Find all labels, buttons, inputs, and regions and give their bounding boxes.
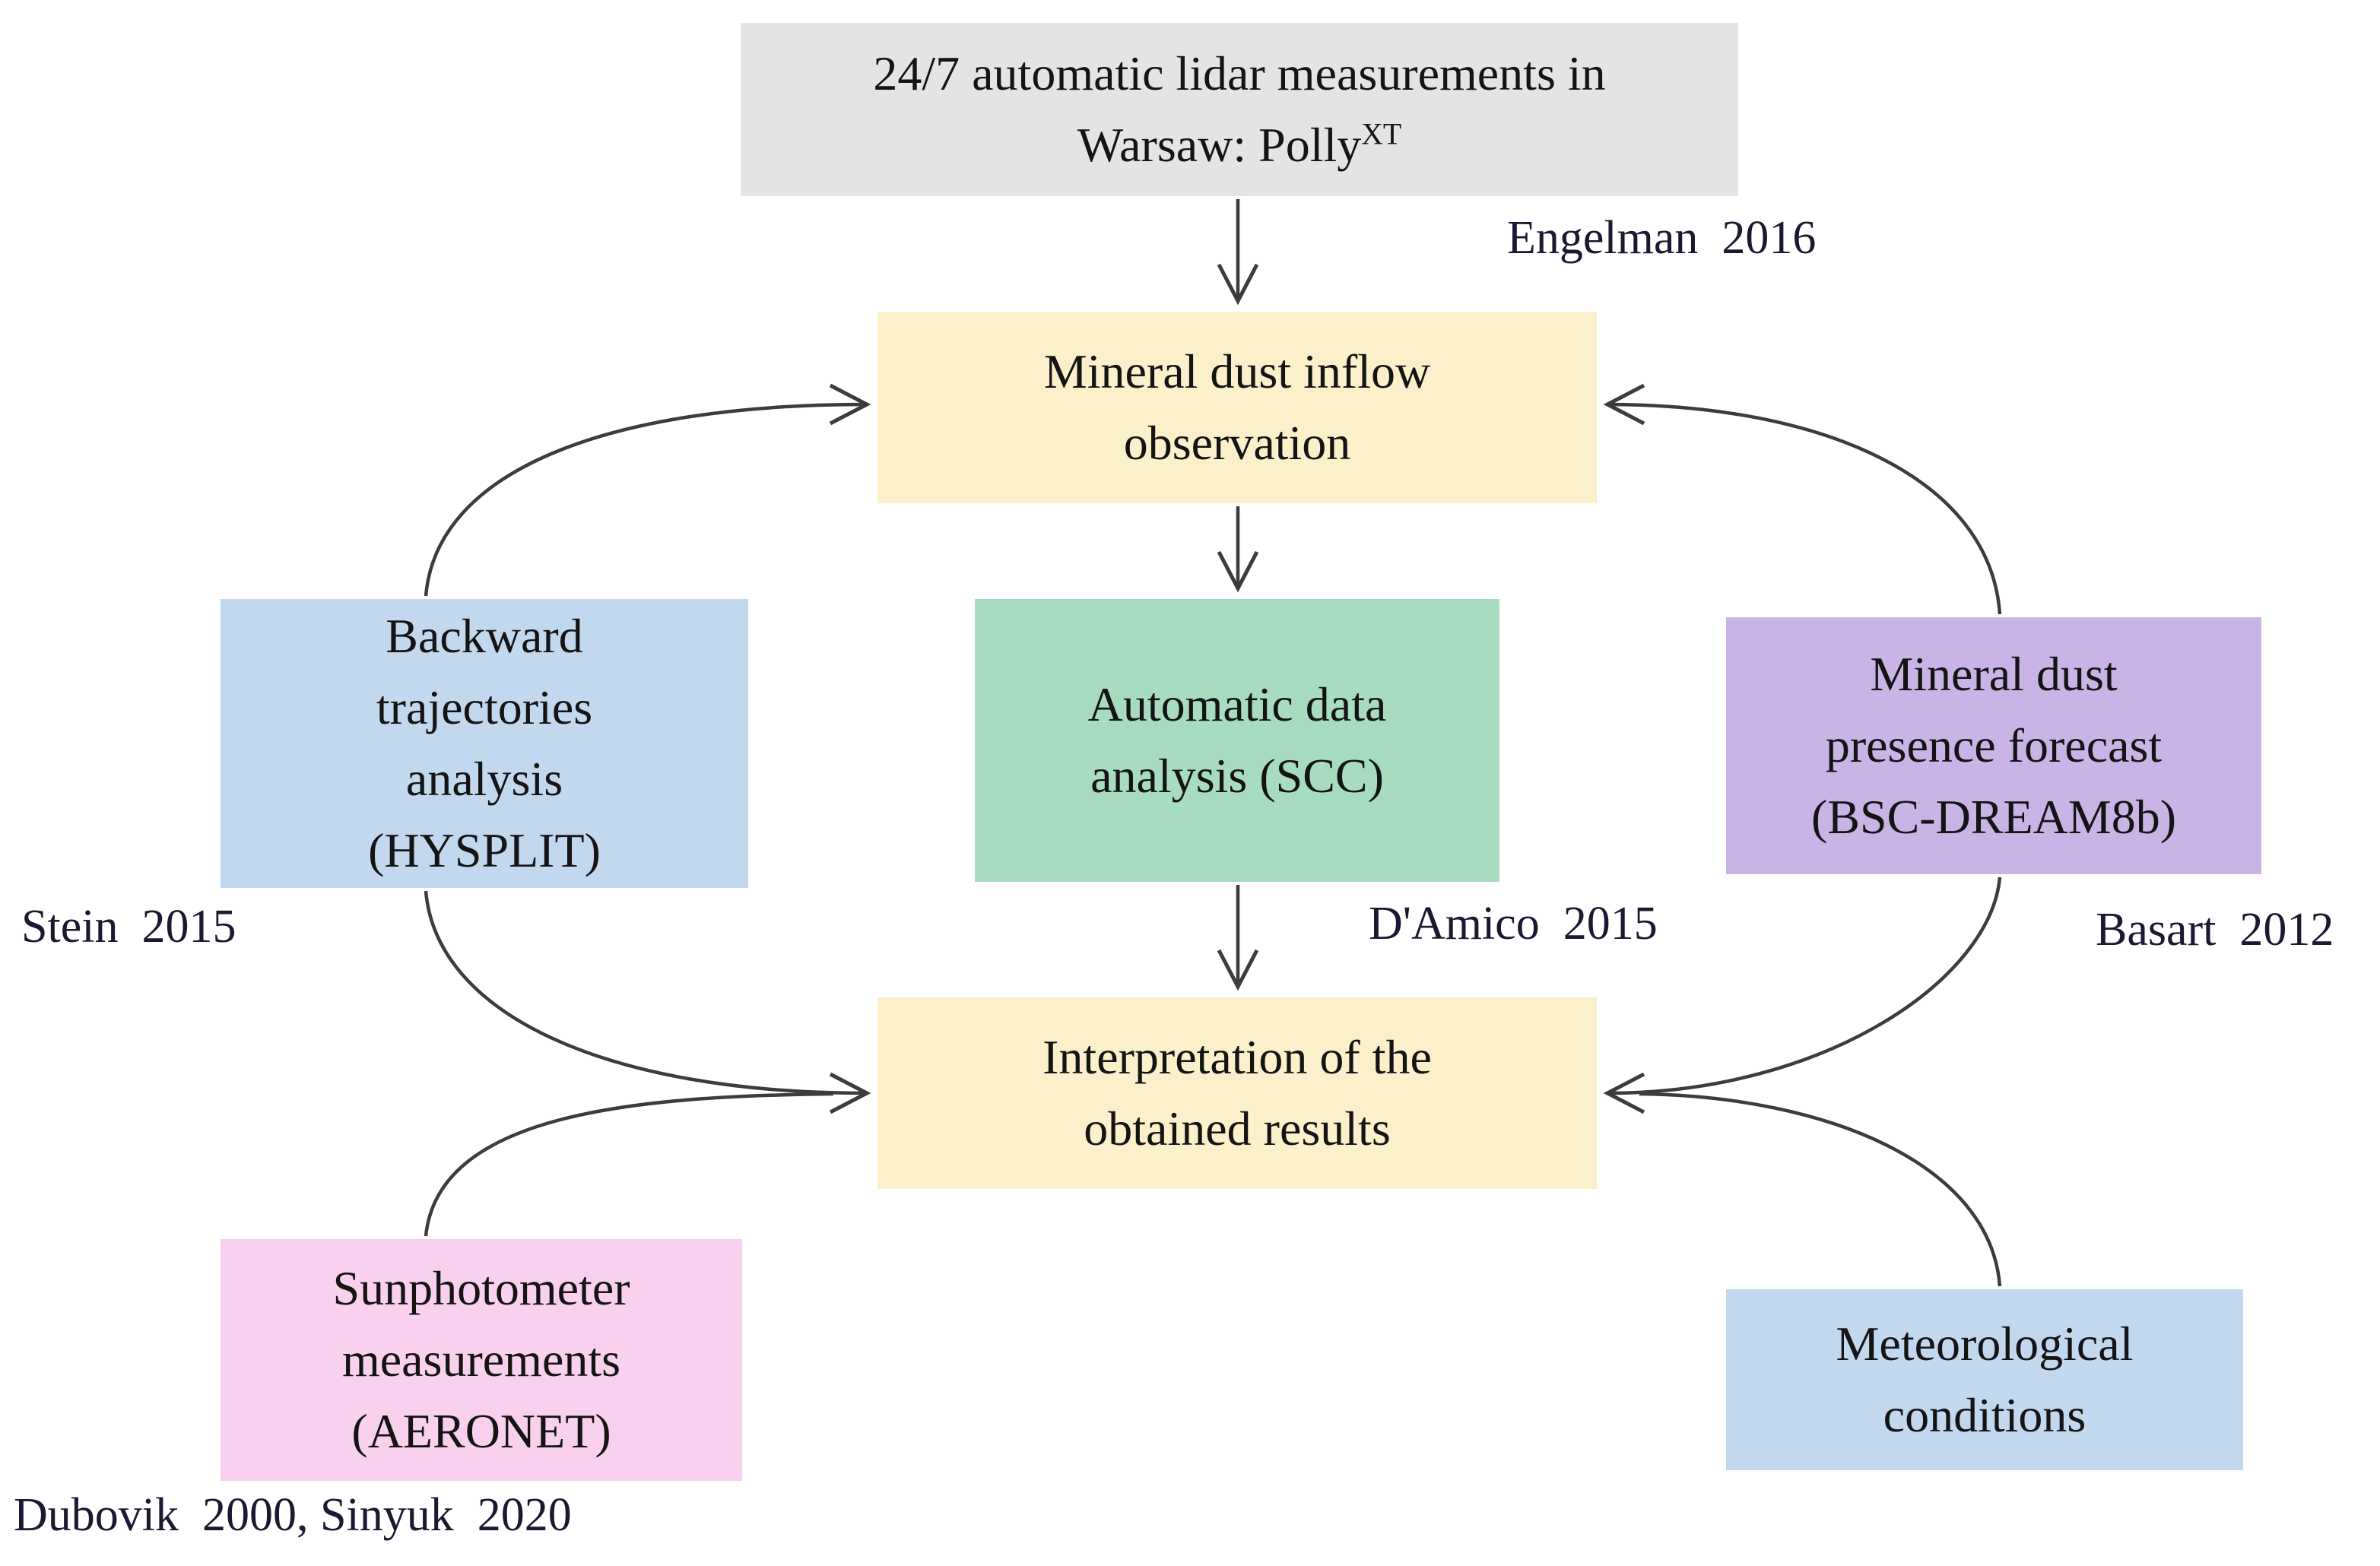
arrow-hysplit-to-interpretation — [424, 890, 871, 1114]
node-dust-presence-forecast: Mineral dust presence forecast (BSC-DREA… — [1726, 617, 2261, 874]
node-aeronet-line2: measurements — [341, 1333, 621, 1387]
citation-stein-2015: Stein 2015 — [21, 901, 236, 953]
node-hysplit-line3: analysis — [405, 752, 563, 806]
citation-basart-2012: Basart 2012 — [2096, 904, 2334, 956]
node-mineral-dust-inflow: Mineral dust inflow observation — [877, 312, 1597, 503]
node-scc-line2: analysis (SCC) — [1090, 749, 1384, 803]
node-meteo-line1: Meteorological — [1836, 1317, 2134, 1371]
node-aeronet-line1: Sunphotometer — [332, 1261, 630, 1315]
node-interpretation-line1: Interpretation of the — [1042, 1030, 1432, 1084]
node-sunphotometer-measurements: Sunphotometer measurements (AERONET) — [221, 1239, 742, 1481]
citation-damico-2015: D'Amico 2015 — [1369, 898, 1658, 949]
node-inflow-line1: Mineral dust inflow — [1043, 344, 1431, 398]
node-hysplit-line2: trajectories — [376, 680, 593, 734]
node-lidar-line2: Warsaw: PollyXT — [1077, 109, 1401, 181]
node-meteo-line2: conditions — [1883, 1388, 2086, 1442]
node-meteorological-conditions: Meteorological conditions — [1726, 1289, 2243, 1470]
node-lidar-measurements: 24/7 automatic lidar measurements in War… — [741, 23, 1738, 196]
node-hysplit-line4: (HYSPLIT) — [368, 823, 601, 877]
node-lidar-line1: 24/7 automatic lidar measurements in — [873, 46, 1606, 100]
node-interpretation-results: Interpretation of the obtained results — [877, 997, 1597, 1189]
arrow-meteo-to-interpretation — [1639, 1092, 2002, 1287]
citation-engelman-2016: Engelman 2016 — [1507, 212, 1817, 264]
node-hysplit-line1: Backward — [386, 609, 583, 663]
node-inflow-line2: observation — [1123, 416, 1351, 470]
node-bsc-line3: (BSC-DREAM8b) — [1810, 790, 2177, 844]
polly-xt-superscript: XT — [1361, 117, 1402, 151]
node-aeronet-line3: (AERONET) — [351, 1404, 611, 1458]
arrow-aeronet-to-interpretation — [424, 1092, 834, 1237]
arrow-bsc-to-inflow — [1603, 383, 2002, 615]
node-backward-trajectories: Backward trajectories analysis (HYSPLIT) — [221, 599, 748, 888]
node-automatic-data-analysis: Automatic data analysis (SCC) — [975, 599, 1499, 882]
citation-dubovik-sinyuk: Dubovik 2000, Sinyuk 2020 — [14, 1489, 572, 1541]
node-interpretation-line2: obtained results — [1084, 1102, 1391, 1155]
node-bsc-line1: Mineral dust — [1870, 647, 2118, 701]
node-bsc-line2: presence forecast — [1825, 718, 2163, 772]
node-scc-line1: Automatic data — [1087, 677, 1387, 731]
node-lidar-line2-text: Warsaw: Polly — [1077, 118, 1362, 172]
arrow-hysplit-to-inflow — [424, 383, 871, 597]
arrow-bsc-to-interpretation — [1603, 877, 2002, 1114]
